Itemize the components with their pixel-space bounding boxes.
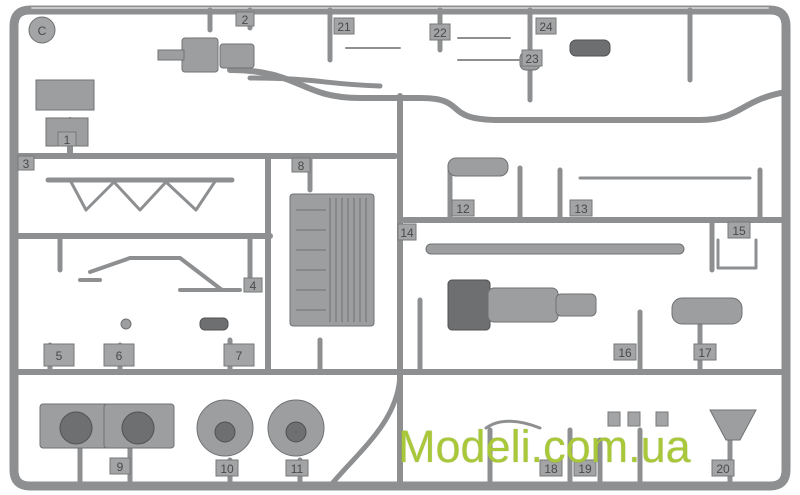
part-number-20: 20 bbox=[716, 462, 730, 476]
part-number-3: 3 bbox=[23, 157, 30, 171]
part-number-6: 6 bbox=[116, 349, 123, 363]
part-number-5: 5 bbox=[56, 349, 63, 363]
part-number-9: 9 bbox=[117, 460, 124, 474]
part-number-1: 1 bbox=[64, 133, 71, 147]
part-number-19: 19 bbox=[578, 462, 592, 476]
sprue-outer-frame bbox=[9, 5, 791, 491]
part-number-7: 7 bbox=[236, 349, 243, 363]
part-number-23: 23 bbox=[525, 52, 539, 66]
part-number-18: 18 bbox=[544, 462, 558, 476]
part-number-2: 2 bbox=[242, 13, 249, 27]
part-number-10: 10 bbox=[220, 462, 234, 476]
part-number-14: 14 bbox=[400, 226, 414, 240]
part-number-12: 12 bbox=[456, 202, 470, 216]
part-number-11: 11 bbox=[291, 462, 304, 476]
frame-letter: C bbox=[38, 24, 47, 38]
part-number-8: 8 bbox=[298, 159, 305, 173]
part-number-21: 21 bbox=[337, 20, 351, 34]
part-number-17: 17 bbox=[698, 346, 712, 360]
watermark-text: Modeli.com.ua bbox=[398, 421, 691, 472]
part-number-15: 15 bbox=[732, 224, 746, 238]
part-number-24: 24 bbox=[539, 20, 553, 34]
part-number-tags: 1 2 3 4 5 6 7 8 9 10 11 12 13 14 15 16 1… bbox=[17, 11, 751, 477]
part-number-22: 22 bbox=[433, 26, 447, 40]
part-number-13: 13 bbox=[574, 202, 588, 216]
part-number-4: 4 bbox=[250, 279, 257, 293]
part-number-16: 16 bbox=[618, 346, 632, 360]
kit-parts bbox=[35, 37, 758, 457]
frame-letter-badge: C bbox=[28, 16, 56, 44]
